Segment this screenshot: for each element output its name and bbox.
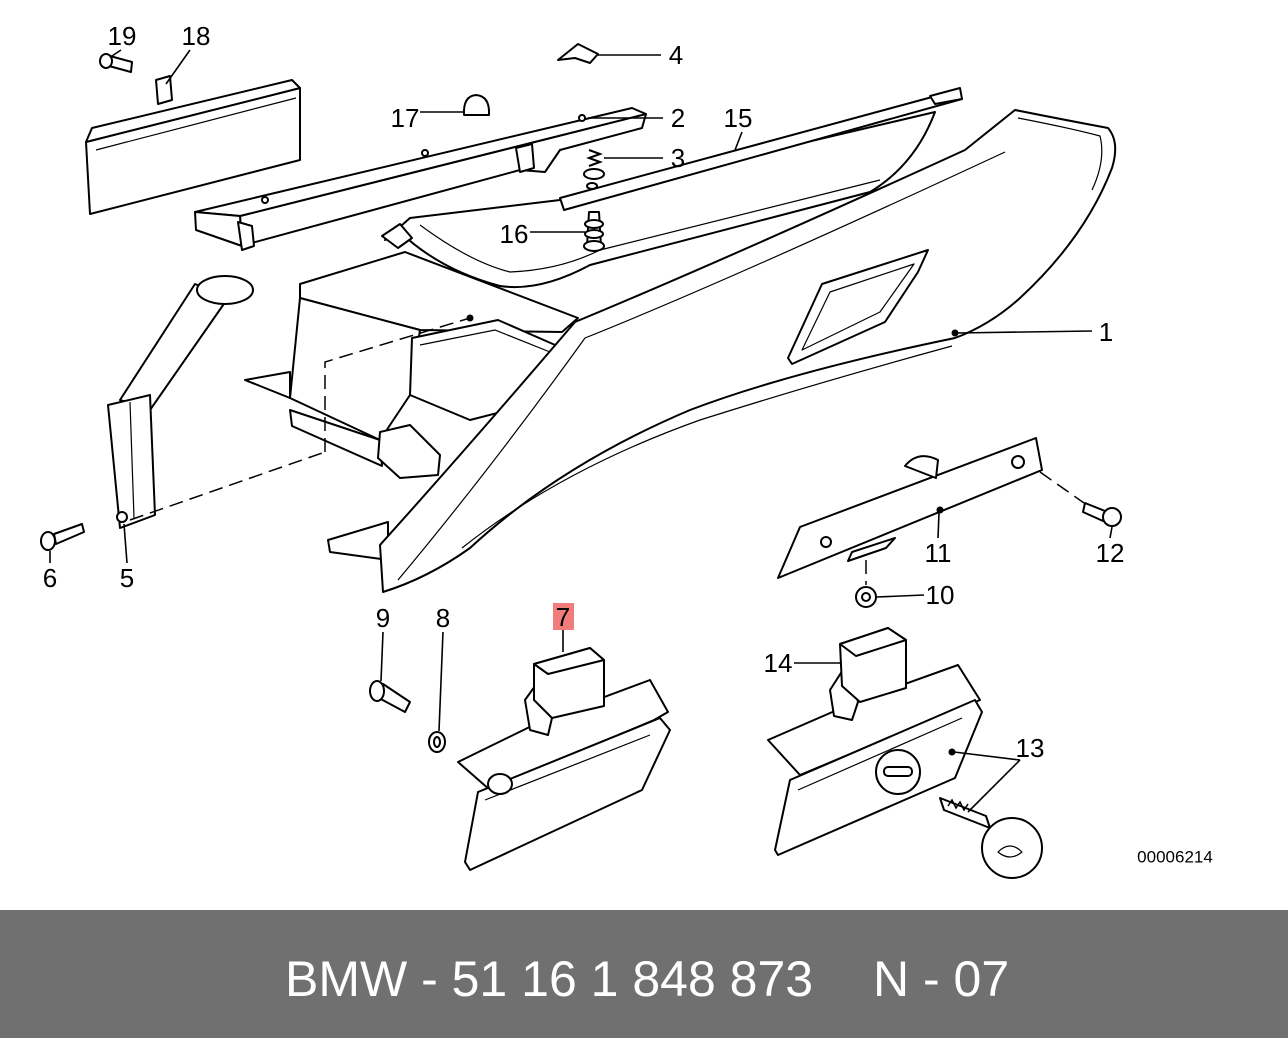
callout-7: 7	[556, 602, 570, 632]
part-14-latch-lock-assembly	[767, 627, 983, 856]
part-15-lid-strip	[381, 87, 963, 289]
part-number-footer: BMW - 51 16 1 848 873 N - 07	[0, 910, 1288, 1038]
part-17-cap	[462, 94, 491, 116]
part-11-lock-plate	[777, 437, 1043, 579]
parts-diagram: 1 2 3 4 5 6 7 8 9 10 11 12 13 14 15 16 1…	[40, 21, 1213, 879]
callout-2: 2	[671, 103, 685, 133]
callout-8: 8	[436, 603, 450, 633]
callout-11: 11	[925, 538, 952, 568]
part-5-bracket	[107, 275, 254, 529]
footer-part-number: BMW - 51 16 1 848 873	[285, 951, 814, 1007]
part-3-spring	[583, 149, 605, 190]
callout-9: 9	[376, 603, 390, 633]
part-10-nut	[855, 586, 877, 608]
callout-1: 1	[1099, 317, 1113, 347]
part-16-fastener	[583, 211, 605, 252]
leader-lines	[49, 49, 1113, 813]
part-1-glovebox-body	[244, 109, 1117, 593]
callout-19: 19	[108, 21, 137, 51]
part-13-key	[939, 797, 1043, 879]
part-4-clip	[557, 43, 599, 64]
part-2-mounting-bar	[194, 107, 647, 251]
part-6-screw	[40, 523, 85, 551]
part-9-screw	[369, 680, 411, 713]
callout-10: 10	[926, 580, 955, 610]
callout-5: 5	[120, 563, 134, 593]
callout-13: 13	[1016, 733, 1045, 763]
callout-16: 16	[500, 219, 529, 249]
callout-12: 12	[1096, 538, 1125, 568]
callout-18: 18	[182, 21, 211, 51]
drawing-number: 00006214	[1137, 848, 1213, 867]
part-18-trim-plate	[85, 75, 301, 215]
callout-3: 3	[671, 143, 685, 173]
callout-6: 6	[43, 563, 57, 593]
callout-15: 15	[724, 103, 753, 133]
callout-14: 14	[764, 648, 793, 678]
callout-17: 17	[391, 103, 420, 133]
callouts: 1 2 3 4 5 6 7 8 9 10 11 12 13 14 15 16 1…	[43, 21, 1125, 763]
part-12-screw	[1082, 502, 1122, 527]
part-19-screw	[99, 53, 133, 73]
assembly-guide-lines	[129, 317, 1085, 585]
part-8-washer	[428, 731, 446, 753]
callout-7-highlight	[553, 603, 574, 630]
part-7-latch-handle	[457, 647, 671, 871]
footer-variant: N - 07	[873, 951, 1010, 1007]
callout-4: 4	[669, 40, 683, 70]
